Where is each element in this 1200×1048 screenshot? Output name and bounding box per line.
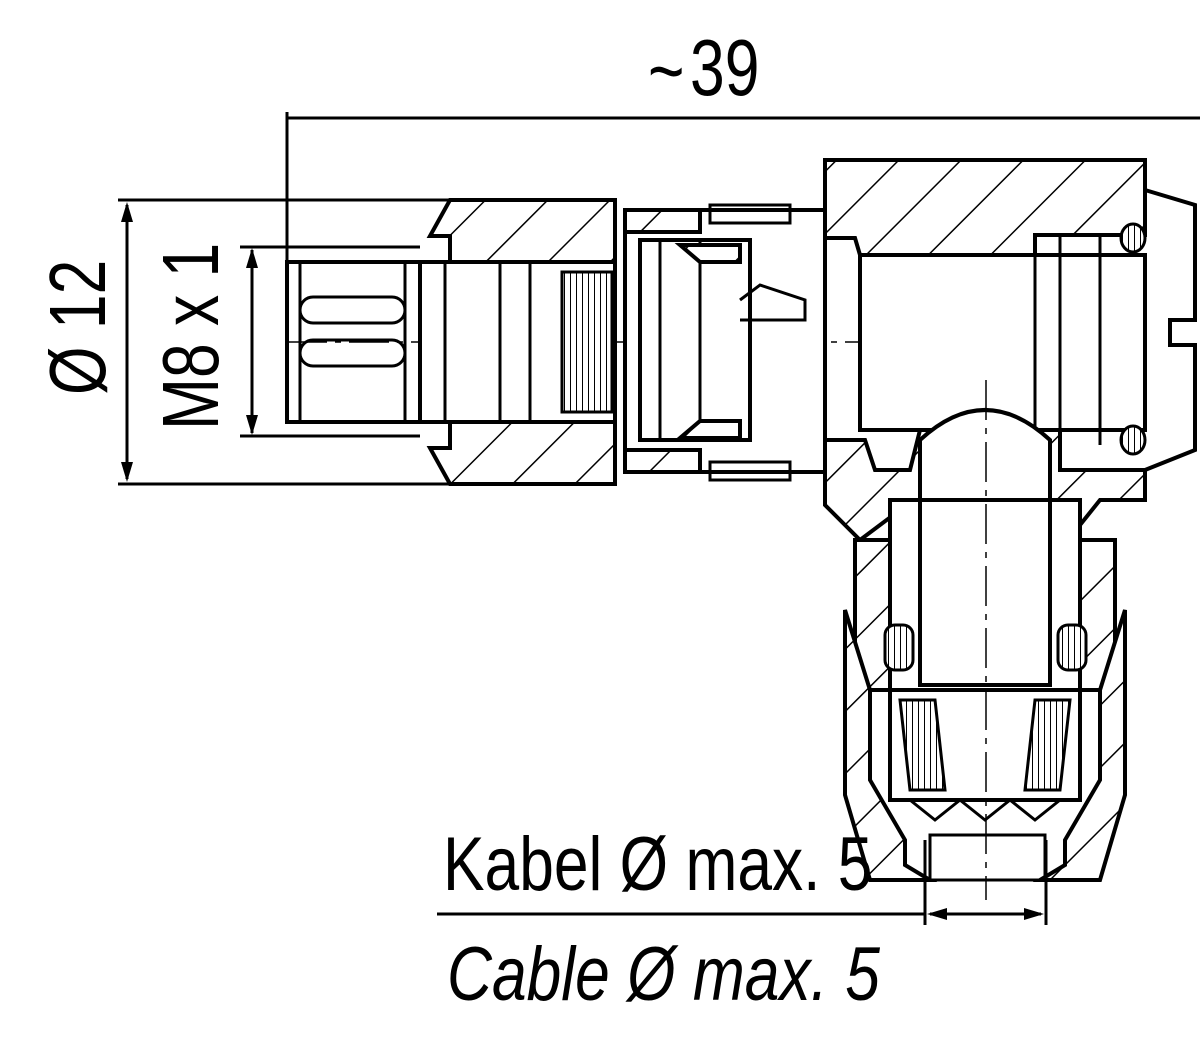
thread-arrow-top — [246, 248, 258, 268]
latch — [739, 283, 807, 322]
clamp-left — [898, 698, 947, 792]
length-value: 39 — [690, 24, 759, 113]
length-prefix: ~ — [648, 27, 684, 116]
cable-note-english: Cable Ø max. 5 — [447, 931, 880, 1016]
coupling-nut-bottom — [426, 420, 617, 486]
diameter-dimension: Ø 12 — [34, 198, 460, 486]
seal-right — [1056, 623, 1088, 672]
contact-pin-upper — [298, 295, 407, 325]
cable-dimension: Kabel Ø max. 5 Cable Ø max. 5 — [437, 821, 1048, 1016]
cable-outlet — [843, 380, 1127, 900]
thread-dimension: M8 x 1 — [147, 243, 420, 438]
outlet-dome — [918, 408, 1052, 500]
locking-ring — [638, 238, 752, 442]
end-cap — [1144, 188, 1197, 472]
diameter-label: Ø 12 — [34, 260, 123, 395]
seal-left — [883, 623, 915, 672]
contact-pin-lower — [298, 338, 407, 368]
diameter-arrow-bottom — [121, 462, 133, 482]
thread-arrow-bottom — [246, 415, 258, 435]
housing-cavity — [858, 253, 1147, 432]
gland-nut-right — [1032, 609, 1127, 882]
coupling-nut — [418, 198, 617, 486]
housing-top-wall — [823, 158, 1147, 257]
thread-label: M8 x 1 — [147, 243, 236, 430]
thread-section — [560, 270, 614, 414]
length-dimension: ~ 39 — [285, 24, 1200, 262]
coupling-nut-top — [426, 198, 617, 264]
outlet-bore — [918, 498, 1052, 687]
gland-nut-left — [843, 609, 938, 882]
diameter-arrow-top — [121, 202, 133, 222]
clamp-right — [1023, 698, 1072, 792]
cable-note-german: Kabel Ø max. 5 — [443, 821, 872, 906]
o-ring-top — [1119, 222, 1147, 254]
o-ring-bottom — [1119, 424, 1147, 456]
middle-body — [623, 203, 827, 482]
